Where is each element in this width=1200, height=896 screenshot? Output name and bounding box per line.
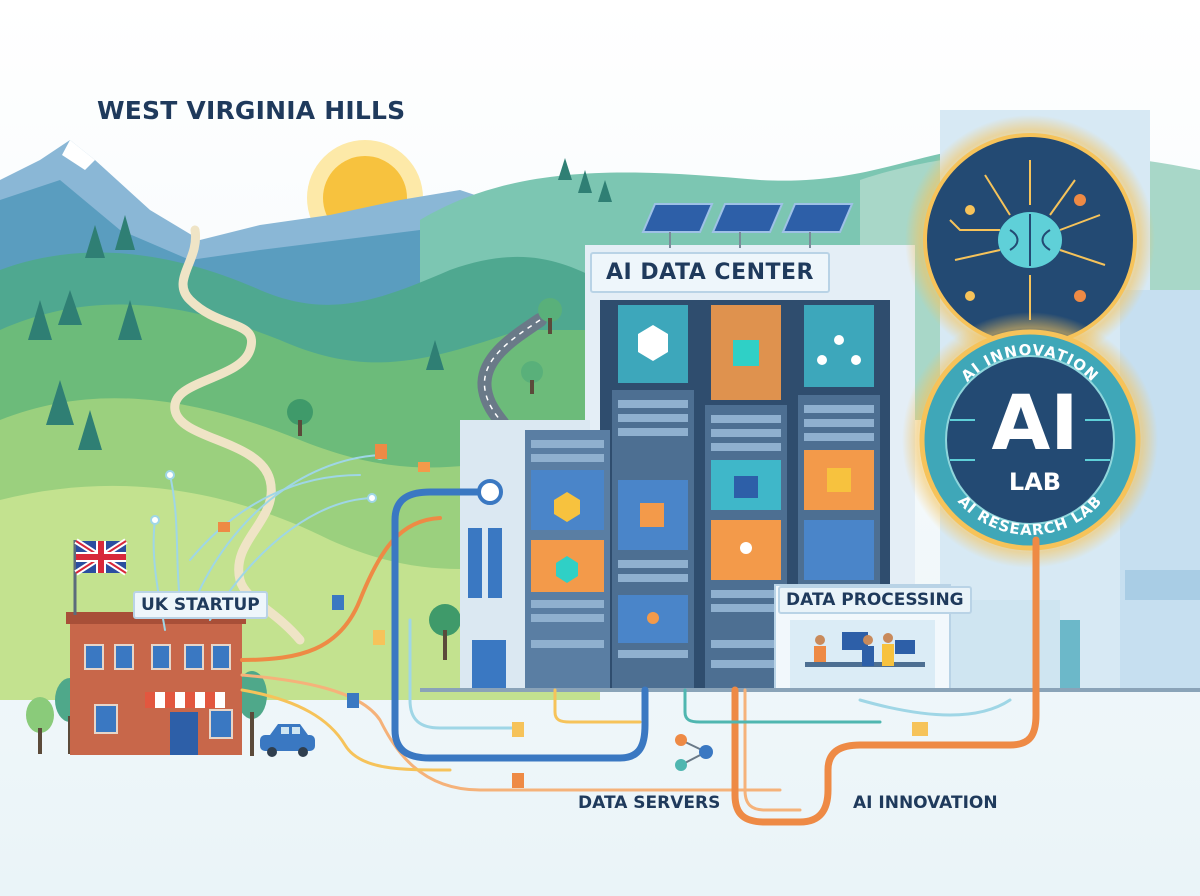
winding-path <box>170 225 305 645</box>
lab-badge-subtitle: LAB <box>1008 468 1062 496</box>
datacenter-sign: AI DATA CENTER <box>590 252 830 293</box>
snow-cap <box>62 140 95 170</box>
road-markings <box>483 319 541 461</box>
office-people <box>805 632 925 667</box>
startup-sign: UK STARTUP <box>133 591 268 619</box>
server-racks <box>525 305 880 690</box>
pine-trees <box>28 158 612 450</box>
startup-door <box>170 712 198 755</box>
region-title: WEST VIRGINIA HILLS <box>97 96 406 125</box>
ground-line <box>420 688 1200 692</box>
wing-door <box>472 640 506 690</box>
document-icons <box>218 444 928 788</box>
network-nodes <box>965 194 1086 302</box>
lab-badge-title: AI <box>991 378 1079 467</box>
shop-awning <box>145 692 225 708</box>
lab-badge-center <box>945 355 1115 525</box>
solar-panels <box>641 203 854 248</box>
network-node-icon <box>675 734 713 771</box>
data-servers-label: DATA SERVERS <box>578 793 721 813</box>
bg-stripe <box>1125 570 1200 600</box>
uk-flag-icon <box>74 538 128 576</box>
processing-sign: DATA PROCESSING <box>778 586 972 614</box>
ai-innovation-label: AI INNOVATION <box>853 793 998 813</box>
circuit-traces <box>949 160 1106 320</box>
data-flows <box>150 450 1040 826</box>
car-icon <box>260 724 315 757</box>
